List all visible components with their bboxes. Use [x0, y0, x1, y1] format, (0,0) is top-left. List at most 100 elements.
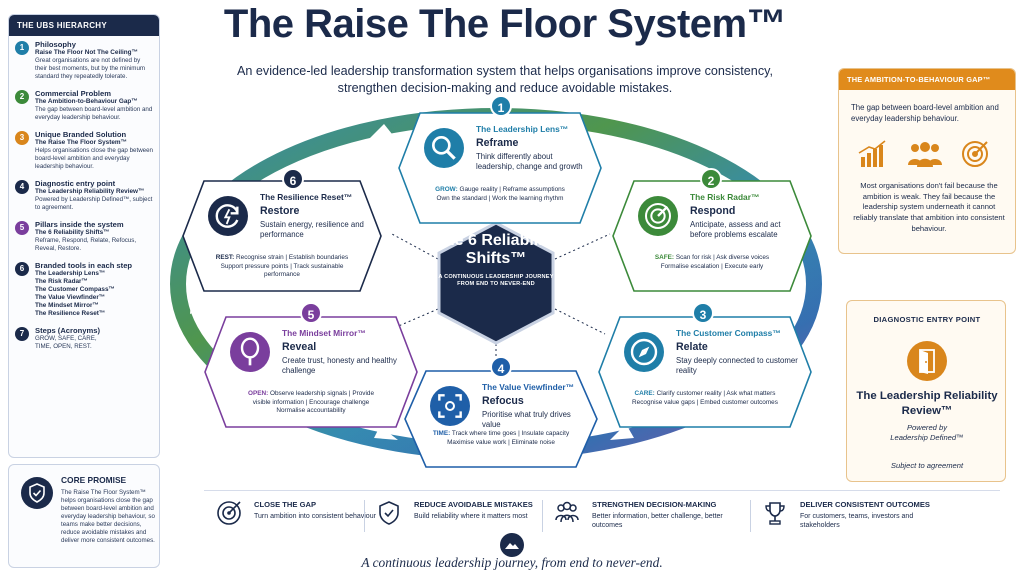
step-shift-word: Refocus: [482, 395, 524, 407]
outcome-text: Build reliability where it matters most: [414, 513, 528, 520]
step-tool-name: The Risk Radar™: [690, 192, 760, 202]
step-shift-word: Respond: [690, 205, 736, 217]
step-tool-name: The Resilience Reset™: [260, 192, 353, 202]
hierarchy-number: 6: [15, 261, 29, 276]
center-subtitle: A CONTINUOUS LEADERSHIP JOURNEY FROM END…: [438, 273, 554, 288]
outcome-text: Turn ambition into consistent behaviour: [254, 513, 376, 520]
ambition-gap-explanation: Most organisations don't fail because th…: [853, 181, 1005, 233]
hierarchy-subtitle: The Ambition-to-Behaviour Gap™: [35, 98, 138, 106]
outcome-title: CLOSE THE GAP: [254, 500, 317, 509]
hierarchy-number: 1: [15, 41, 29, 55]
step-shift-word: Restore: [260, 205, 300, 217]
step-tool-name: The Mindset Mirror™: [282, 328, 366, 338]
step-acronym-actions: CARE: Clarify customer reality | Ask wha…: [612, 390, 798, 407]
target-icon: [214, 498, 244, 528]
step-acronym-actions: REST: Recognise strain | Establish bound…: [196, 254, 368, 280]
hierarchy-text: GROW, SAFE, CARE, TIME, OPEN, REST.: [35, 335, 97, 350]
hierarchy-title: Unique Branded Solution: [35, 129, 127, 139]
step-number: 5: [300, 302, 322, 324]
step-number: 6: [282, 168, 304, 190]
ambition-gap-definition: The gap between board-level ambition and…: [851, 103, 999, 123]
outcome-divider: [542, 500, 543, 532]
step-acronym-actions: TIME: Track where time goes | Insulate c…: [418, 430, 584, 447]
trophy-icon: [760, 498, 790, 528]
page-subtitle: An evidence-led leadership transformatio…: [237, 64, 773, 95]
magnifier-icon: [424, 128, 464, 168]
hierarchy-text: Helps organisations close the gap betwee…: [35, 147, 153, 170]
step-actions: Gauge reality | Reframe assumptions Own …: [436, 186, 565, 202]
step-tool-name: The Value Viewfinder™: [482, 382, 574, 392]
step-acronym: OPEN:: [248, 390, 269, 397]
outcome-item: STRENGTHEN DECISION-MAKING Better informa…: [552, 494, 748, 538]
outcome-title: DELIVER CONSISTENT OUTCOMES: [800, 500, 930, 509]
step-acronym: TIME:: [432, 430, 451, 437]
step-tool-name: The Customer Compass™: [676, 328, 781, 338]
diagnostic-title: The Leadership Reliability Review™: [856, 390, 998, 417]
step-description: Prioritise what truly drives value: [482, 410, 571, 430]
ambition-gap-header: THE AMBITION-TO-BEHAVIOUR GAP™: [839, 69, 1015, 90]
diagnostic-powered-by: Powered by Leadership Defined™: [890, 423, 964, 443]
hierarchy-subtitle: Raise The Floor Not The Ceiling™: [35, 49, 138, 57]
team-icon: [908, 142, 942, 167]
hierarchy-number: 5: [15, 220, 29, 235]
step-acronym: GROW:: [435, 186, 458, 193]
hierarchy-title: Branded tools in each step: [35, 260, 133, 270]
center-title: The 6 Reliability Shifts™: [435, 232, 557, 268]
hierarchy-subtitle: The Leadership Lens™ The Risk Radar™ The…: [35, 269, 115, 317]
step-actions: Recognise strain | Establish boundaries …: [220, 254, 349, 279]
hierarchy-number: 7: [15, 326, 29, 341]
mirror-icon: [230, 332, 270, 372]
hierarchy-title: Philosophy: [35, 40, 76, 49]
core-promise-text: The Raise The Floor System™ helps organi…: [61, 489, 155, 545]
outcome-text: Better information, better challenge, be…: [592, 513, 723, 530]
growth-chart-icon: [858, 140, 886, 167]
target-icon: [962, 141, 988, 167]
mountain-logo-icon: [500, 533, 524, 557]
core-promise-panel: CORE PROMISE The Raise The Floor System™…: [8, 464, 160, 568]
step-description: Anticipate, assess and act before proble…: [690, 220, 781, 240]
step-actions: Clarify customer reality | Ask what matt…: [632, 390, 778, 406]
hierarchy-title: Pillars inside the system: [35, 219, 124, 229]
step-shift-word: Reveal: [282, 341, 317, 353]
step-number: 2: [700, 168, 722, 190]
hierarchy-subtitle: The Raise The Floor System™: [35, 139, 127, 147]
hierarchy-text: Great organisations are not defined by t…: [35, 57, 146, 80]
step-acronym: SAFE:: [654, 254, 675, 261]
outcome-title: STRENGTHEN DECISION-MAKING: [592, 500, 717, 509]
step-acronym: REST:: [215, 254, 235, 261]
outcome-divider: [364, 500, 365, 532]
ambition-gap-panel: THE AMBITION-TO-BEHAVIOUR GAP™ The gap b…: [838, 68, 1016, 254]
viewfinder-icon: [430, 386, 470, 426]
door-icon: [907, 341, 947, 381]
step-acronym-actions: OPEN: Observe leadership signals | Provi…: [218, 390, 404, 416]
step-acronym: CARE:: [634, 390, 655, 397]
diagnostic-subject: Subject to agreement: [890, 461, 964, 470]
hierarchy-title: Steps (Acronyms): [35, 325, 100, 335]
step-description: Create trust, honesty and healthy challe…: [282, 356, 397, 376]
step-tool-name: The Leadership Lens™: [476, 124, 569, 134]
step-actions: Scan for risk | Ask diverse voices Forma…: [660, 254, 770, 270]
diagnostic-panel: DIAGNOSTIC ENTRY POINT The Leadership Re…: [846, 300, 1006, 482]
tagline: A continuous leadership journey, from en…: [361, 555, 663, 570]
step-number: 1: [490, 95, 512, 117]
center-label: The 6 Reliability Shifts™ A CONTINUOUS L…: [435, 232, 557, 288]
hierarchy-item: 7 Steps (Acronyms)GROW, SAFE, CARE, TIME,…: [9, 322, 159, 355]
reliability-shifts-diagram: The 6 Reliability Shifts™ A CONTINUOUS L…: [160, 94, 850, 470]
hierarchy-number: 4: [15, 179, 29, 194]
step-description: Stay deeply connected to customer realit…: [676, 356, 798, 376]
hierarchy-text: Reframe, Respond, Relate, Refocus, Revea…: [35, 236, 137, 252]
hierarchy-text: Powered by Leadership Defined™, subject …: [35, 195, 153, 211]
shield-check-icon: [21, 477, 53, 509]
center-hexagon: [437, 221, 555, 345]
